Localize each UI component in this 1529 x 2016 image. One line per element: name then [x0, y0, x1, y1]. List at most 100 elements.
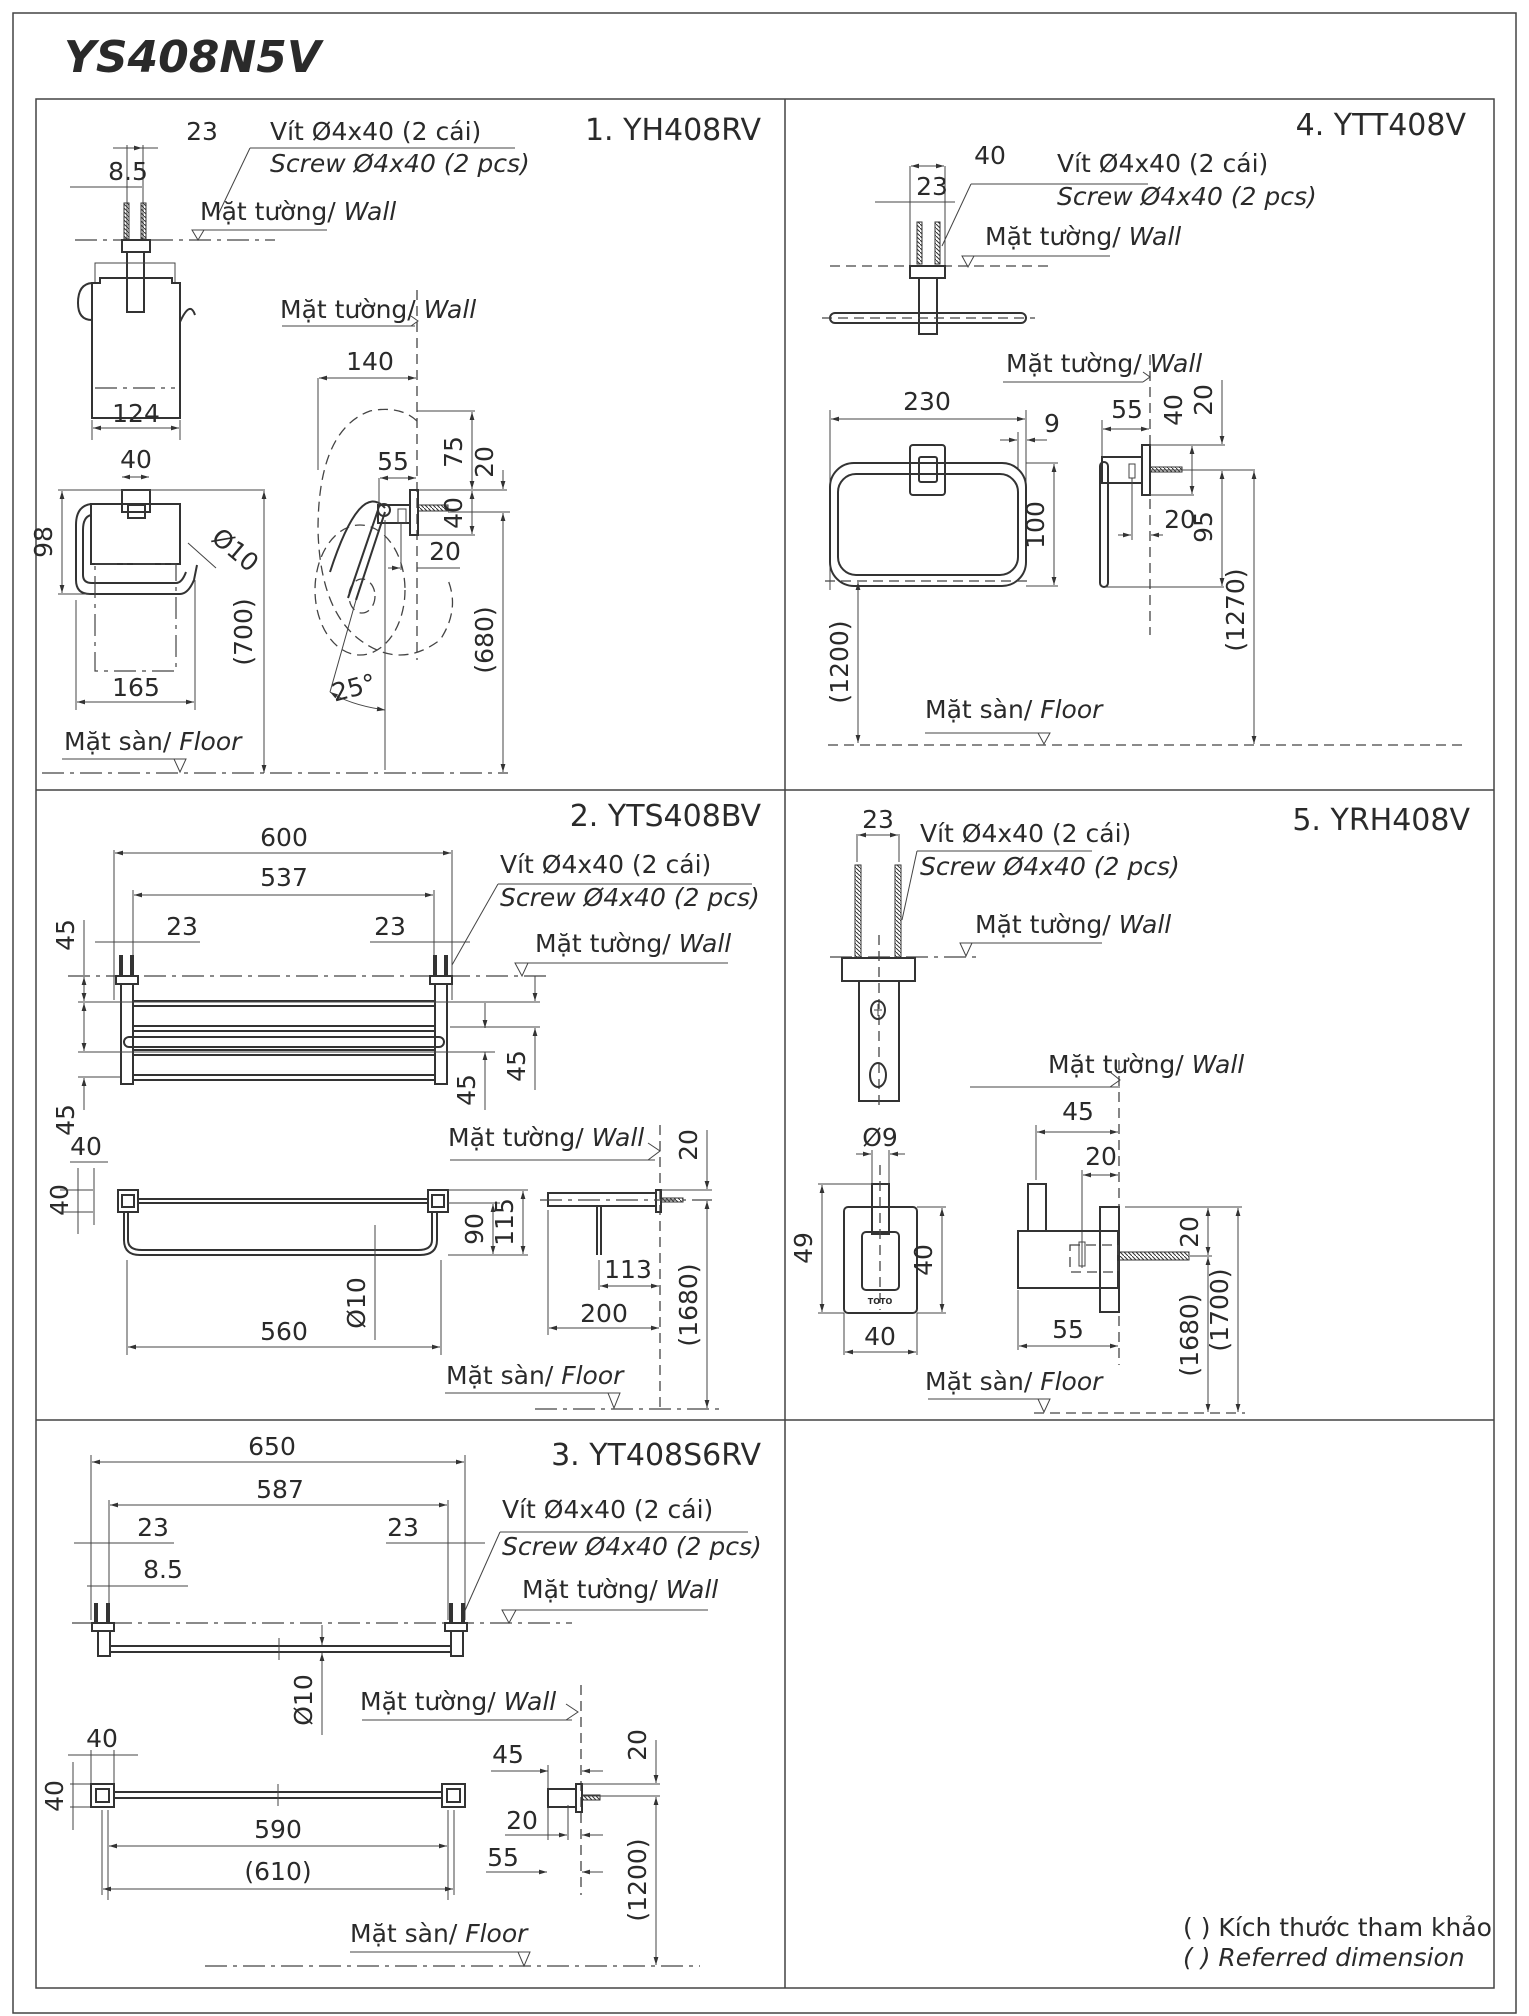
panel-yts408bv: 2. YTS408BV 600 537 23 23 Vít Ø4x40 (2 c…: [45, 799, 761, 1410]
screw-label-vi: Vít Ø4x40 (2 cái): [1057, 149, 1268, 178]
dim-screw-left: 23: [166, 912, 198, 941]
panel-yh408rv: 1. YH408RV Vít Ø4x40 (2 cái) Screw Ø4x40…: [29, 113, 761, 774]
dim-screw-spacing: 23: [916, 172, 948, 201]
dim-screw-span: 537: [260, 863, 308, 892]
dim-center: 20: [674, 1129, 703, 1161]
dim-bracket: 113: [604, 1255, 652, 1284]
wall-label-side: Mặt tường/ Wall: [1006, 349, 1202, 378]
dim-drop: 95: [1189, 511, 1218, 543]
dim-height: 49: [789, 1232, 818, 1264]
dim-bar-dia: Ø10: [206, 522, 264, 577]
dim-height: 98: [29, 526, 58, 558]
outer-frame: [12, 12, 1517, 2014]
screw-label-en: Screw Ø4x40 (2 pcs): [500, 883, 760, 912]
dim-plate-width: 40: [70, 1132, 102, 1161]
dim-plate-height: 40: [45, 1184, 74, 1216]
dim-offset: 9: [1044, 409, 1060, 438]
wall-label: Mặt tường/ Wall: [200, 197, 396, 226]
dim-depth: 45: [1062, 1097, 1094, 1126]
dim-plate-height: 40: [1159, 394, 1188, 426]
floor-label: Mặt sàn/ Floor: [64, 727, 243, 756]
wall-label-side: Mặt tường/ Wall: [1048, 1050, 1244, 1079]
dim-screw-depth: 20: [1164, 505, 1196, 534]
panel-yrh408v: 5. YRH408V 23 Vít Ø4x40 (2 cái) Screw Ø4…: [789, 803, 1470, 1414]
dim-plate-width: 40: [120, 445, 152, 474]
panel-title: 3. YT408S6RV: [551, 1438, 761, 1473]
wall-label: Mặt tường/ Wall: [975, 910, 1171, 939]
dim-plate-width: 40: [974, 141, 1006, 170]
dim-pitch-a: 45: [452, 1074, 481, 1106]
dim-screw-depth: 20: [1085, 1142, 1117, 1171]
dim-screw-depth: 20: [429, 537, 461, 566]
screw-label-vi: Vít Ø4x40 (2 cái): [920, 819, 1131, 848]
legend-line-en: ( ) Referred dimension: [1183, 1943, 1465, 1972]
dim-screw-height: (1700): [1205, 1268, 1234, 1351]
dim-cover: 75: [439, 436, 468, 468]
panel-title: 5. YRH408V: [1292, 803, 1470, 838]
dim-depth-a: 45: [492, 1740, 524, 1769]
dim-bar-height: 90: [460, 1213, 489, 1245]
dim-screw-right: 23: [387, 1513, 419, 1542]
dim-screw-spacing: 23: [862, 805, 894, 834]
dim-height: 100: [1021, 501, 1050, 549]
sheet-title: YS408N5V: [64, 32, 324, 83]
dim-install-height: (700): [229, 598, 258, 665]
panel-title: 4. YTT408V: [1296, 108, 1467, 143]
dim-hook-dia: Ø9: [862, 1123, 898, 1152]
screw-label-en: Screw Ø4x40 (2 pcs): [270, 149, 530, 178]
dim-bar-dia: Ø10: [289, 1674, 318, 1726]
dim-plate-height: 40: [439, 497, 468, 529]
dim-center: 20: [1175, 1216, 1204, 1248]
dim-install-height: (1200): [623, 1838, 652, 1921]
wall-label: Mặt tường/ Wall: [535, 929, 731, 958]
dim-depth-b: 20: [506, 1806, 538, 1835]
dim-install-height: (1680): [674, 1263, 703, 1346]
dim-width: 230: [903, 387, 951, 416]
dim-screw-height: (680): [470, 606, 499, 673]
dim-overall-height: 115: [490, 1198, 519, 1246]
panel-ytt408v: 4. YTT408V 40 23 Vít Ø4x40 (2 cái) Screw…: [822, 108, 1467, 746]
dim-projection: 140: [346, 347, 394, 376]
panel-title: 2. YTS408BV: [570, 799, 762, 834]
dim-screw-offset: 8.5: [108, 157, 148, 186]
dim-plate-width: 40: [86, 1724, 118, 1753]
dim-plate-height: 40: [909, 1244, 938, 1276]
screw-label-en: Screw Ø4x40 (2 pcs): [1057, 182, 1317, 211]
dim-bar-length: 560: [260, 1317, 308, 1346]
dim-length: 55: [1052, 1315, 1084, 1344]
dim-bar-dia: Ø10: [342, 1277, 371, 1329]
floor-label: Mặt sàn/ Floor: [350, 1919, 529, 1948]
dim-depth: 200: [580, 1299, 628, 1328]
dim-pitch-top: 45: [51, 919, 80, 951]
floor-label: Mặt sàn/ Floor: [925, 695, 1104, 724]
dim-depth-c: 55: [487, 1843, 519, 1872]
dim-install-height: (1200): [825, 620, 854, 703]
dim-center: 20: [470, 446, 499, 478]
legend: ( ) Kích thước tham khảo ( ) Referred di…: [1183, 1913, 1492, 1972]
wall-label-side: Mặt tường/ Wall: [360, 1687, 556, 1716]
dim-angle: 25°: [329, 668, 379, 707]
dim-top-width: 124: [112, 399, 160, 428]
wall-label: Mặt tường/ Wall: [985, 222, 1181, 251]
dim-width: 165: [112, 673, 160, 702]
dim-overall: 600: [260, 823, 308, 852]
dim-center: 20: [1189, 384, 1218, 416]
floor-label: Mặt sàn/ Floor: [446, 1361, 625, 1390]
wall-label-side: Mặt tường/ Wall: [280, 295, 476, 324]
panel-grid: [35, 98, 1495, 1989]
toto-logo: TOTO: [868, 1297, 893, 1306]
dim-screw-offset: 8.5: [143, 1555, 183, 1584]
screw-label-en: Screw Ø4x40 (2 pcs): [920, 852, 1180, 881]
dim-install-height: (1680): [1175, 1293, 1204, 1376]
dim-screw-span: 587: [256, 1475, 304, 1504]
dim-overall: 650: [248, 1432, 296, 1461]
dim-screw-spacing: 23: [186, 117, 218, 146]
legend-line-vi: ( ) Kích thước tham khảo: [1183, 1913, 1492, 1942]
dim-plate-height: 40: [40, 1780, 69, 1812]
floor-label: Mặt sàn/ Floor: [925, 1367, 1104, 1396]
panel-yt408s6rv: 3. YT408S6RV 650 587 23 23 8.5 Vít Ø4x40…: [40, 1432, 762, 1968]
dim-ref-length: (610): [244, 1857, 311, 1886]
wall-label: Mặt tường/ Wall: [522, 1575, 718, 1604]
dim-screw-height: (1270): [1221, 568, 1250, 651]
